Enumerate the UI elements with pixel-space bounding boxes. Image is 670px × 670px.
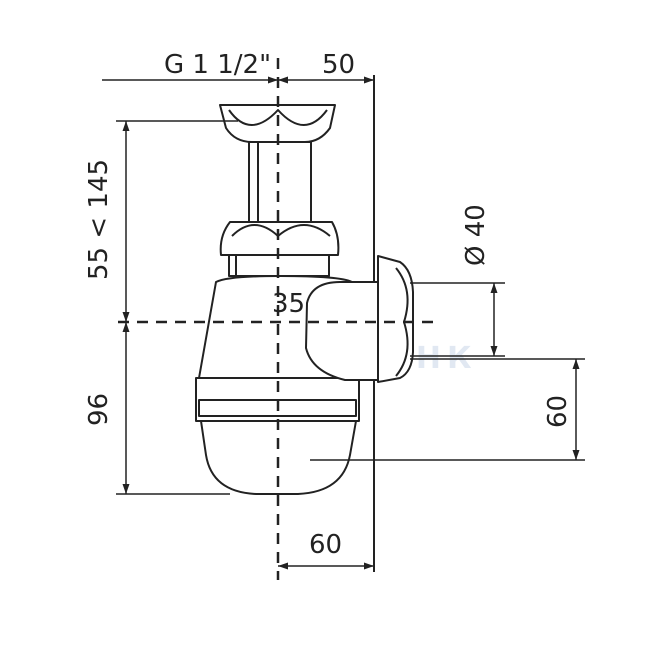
- thread-size-label: G 1 1/2": [164, 50, 271, 80]
- dimension-labels: G 1 1/2" 50 55 < 145 96 35 Ø 40 60 60: [84, 50, 573, 560]
- offset-top-label: 50: [322, 50, 355, 80]
- outlet-diameter-label: Ø 40: [461, 204, 491, 266]
- outlet-height-label: 60: [543, 395, 573, 428]
- center-lines: [118, 58, 440, 580]
- height-range-label: 55 < 145: [84, 159, 114, 280]
- lower-height-label: 96: [84, 393, 114, 426]
- outlet-center-label: 35: [272, 289, 305, 319]
- bottom-offset-label: 60: [309, 530, 342, 560]
- dimension-lines: [102, 76, 585, 570]
